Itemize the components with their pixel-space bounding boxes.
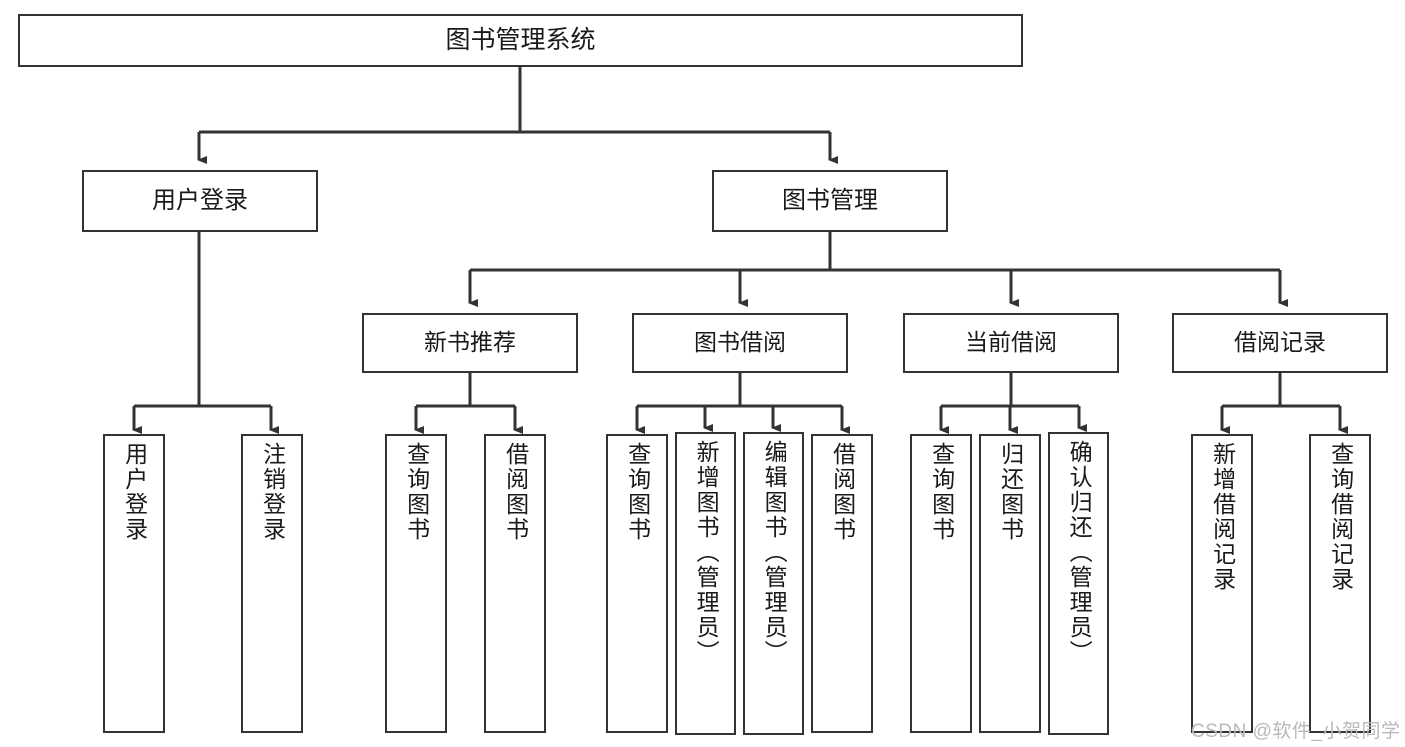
node-leaf-add-book[interactable]: 新增图书（管理员） (675, 432, 736, 735)
node-leaf-user-login-label: 用户登录 (121, 442, 148, 542)
node-root-label: 图书管理系统 (445, 25, 596, 54)
node-leaf-add-record[interactable]: 新增借阅记录 (1191, 434, 1253, 733)
node-leaf-user-logout[interactable]: 注销登录 (241, 434, 303, 733)
node-root[interactable]: 图书管理系统 (18, 14, 1023, 67)
node-leaf-borrow-book-2[interactable]: 借阅图书 (811, 434, 873, 733)
node-new-book-rec[interactable]: 新书推荐 (362, 313, 578, 373)
node-leaf-query-book-1-label: 查询图书 (403, 442, 430, 542)
node-leaf-query-book-1[interactable]: 查询图书 (385, 434, 447, 733)
node-leaf-query-book-3[interactable]: 查询图书 (910, 434, 972, 733)
node-current-borrow-label: 当前借阅 (965, 329, 1057, 356)
node-leaf-confirm-return-label: 确认归还（管理员） (1066, 440, 1093, 665)
node-current-borrow[interactable]: 当前借阅 (903, 313, 1119, 373)
node-leaf-query-book-2-label: 查询图书 (624, 442, 651, 542)
node-book-borrow[interactable]: 图书借阅 (632, 313, 848, 373)
node-leaf-confirm-return[interactable]: 确认归还（管理员） (1048, 432, 1109, 735)
node-leaf-query-book-3-label: 查询图书 (928, 442, 955, 542)
node-leaf-query-book-2[interactable]: 查询图书 (606, 434, 668, 733)
node-book-manage-label: 图书管理 (782, 186, 878, 214)
node-book-manage[interactable]: 图书管理 (712, 170, 948, 232)
node-leaf-borrow-book-1-label: 借阅图书 (502, 442, 529, 542)
node-leaf-borrow-book-2-label: 借阅图书 (829, 442, 856, 542)
node-leaf-add-book-label: 新增图书（管理员） (693, 440, 720, 665)
node-leaf-query-record-label: 查询借阅记录 (1327, 442, 1354, 592)
node-user-login-label: 用户登录 (152, 186, 248, 214)
node-leaf-return-book-label: 归还图书 (997, 442, 1024, 542)
node-new-book-rec-label: 新书推荐 (424, 329, 516, 356)
node-leaf-edit-book-label: 编辑图书（管理员） (761, 440, 788, 665)
node-leaf-return-book[interactable]: 归还图书 (979, 434, 1041, 733)
csdn-watermark: CSDN @软件_小贺同学 (1191, 721, 1401, 742)
node-leaf-user-logout-label: 注销登录 (259, 442, 286, 542)
node-borrow-record-label: 借阅记录 (1234, 329, 1326, 356)
node-leaf-borrow-book-1[interactable]: 借阅图书 (484, 434, 546, 733)
node-leaf-query-record[interactable]: 查询借阅记录 (1309, 434, 1371, 733)
node-book-borrow-label: 图书借阅 (694, 329, 786, 356)
node-leaf-add-record-label: 新增借阅记录 (1209, 442, 1236, 592)
node-leaf-edit-book[interactable]: 编辑图书（管理员） (743, 432, 804, 735)
node-borrow-record[interactable]: 借阅记录 (1172, 313, 1388, 373)
node-user-login[interactable]: 用户登录 (82, 170, 318, 232)
node-leaf-user-login[interactable]: 用户登录 (103, 434, 165, 733)
